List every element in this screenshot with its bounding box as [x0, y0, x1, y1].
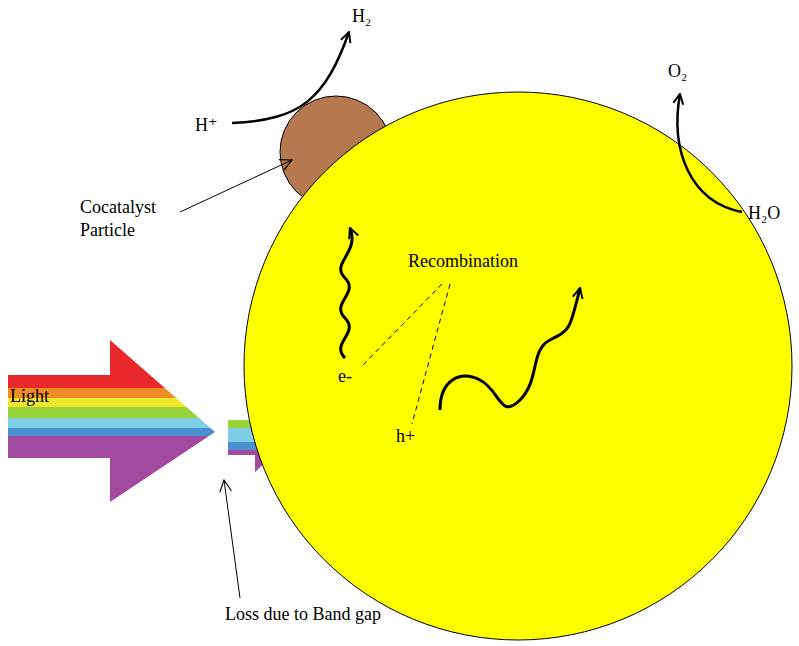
- light-arrow: [0, 330, 230, 516]
- particle-outline: [243, 91, 793, 641]
- diagram-label: Cocatalyst Particle: [80, 196, 175, 241]
- hole-path: [440, 288, 580, 410]
- diagram-label: O₂: [668, 60, 687, 83]
- particle-text-holder: e-: [338, 365, 352, 388]
- diagram-label: H₂: [352, 5, 371, 28]
- particle-text-holder: Recombination: [408, 250, 518, 273]
- leader-line: [180, 160, 292, 212]
- leader-line: [362, 284, 442, 366]
- diagram-label-holder: Loss due to Band gap: [225, 603, 381, 626]
- photocatalyst-particle: Recombination e-h+: [243, 91, 793, 641]
- reduction-arrow: [232, 32, 349, 123]
- diagram-label-holder: O₂: [668, 60, 687, 83]
- diagram-label: H₂O: [748, 202, 780, 225]
- particle-text: Recombination: [408, 250, 518, 273]
- diagram-label: Loss due to Band gap: [225, 603, 381, 626]
- diagram-label-holder: H⁺: [195, 114, 218, 137]
- leader-line: [412, 284, 450, 424]
- particle-text-holder: h+: [396, 425, 415, 448]
- diagram-label-holder: Cocatalyst Particle: [80, 196, 175, 241]
- oxidation-arrow: [678, 94, 742, 212]
- leader-line: [224, 480, 240, 598]
- diagram-label-holder: H₂: [352, 5, 371, 28]
- diagram-label: Light: [10, 385, 49, 408]
- diagram-label-holder: H₂O: [748, 202, 780, 225]
- diagram-label-holder: Light: [10, 385, 49, 408]
- electron-path: [341, 228, 352, 358]
- particle-text: h+: [396, 425, 415, 448]
- diagram-label: H⁺: [195, 114, 218, 137]
- particle-text: e-: [338, 365, 352, 388]
